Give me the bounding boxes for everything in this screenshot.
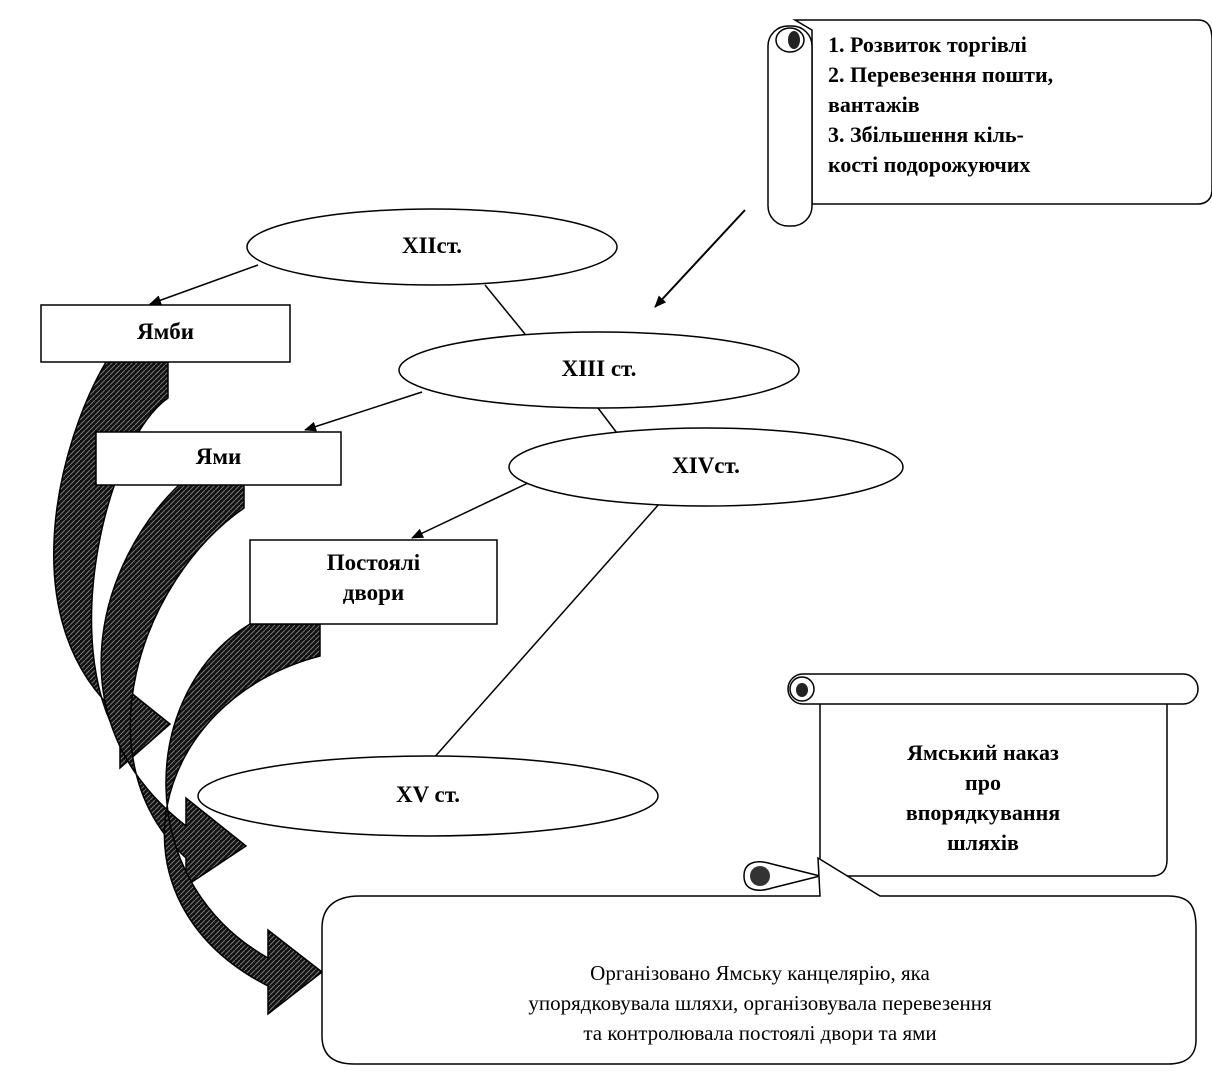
- century-label-14: XIVст.: [672, 453, 740, 478]
- reason-line-2: 2. Перевезення пошти,: [828, 62, 1054, 87]
- reason-line-3: вантажів: [828, 92, 920, 117]
- reason-line-1: 1. Розвиток торгівлі: [828, 32, 1027, 57]
- ellipse-15-century: [197, 755, 659, 837]
- bottom-callout: [321, 856, 1197, 1065]
- link-14-15: [431, 502, 661, 761]
- decree-line-4: шляхів: [947, 830, 1019, 855]
- reason-line-5: кості подорожуючих: [828, 152, 1031, 177]
- curved-arrow-dvory: [163, 623, 324, 1016]
- box-yambi: [40, 304, 291, 363]
- decree-line-3: впорядкування: [905, 800, 1061, 825]
- link-12-13: [484, 284, 526, 335]
- arrow-14-to-dvory: [411, 482, 529, 539]
- callout-line-2: упорядковувала шляхи, організовувала пер…: [528, 991, 992, 1015]
- arrow-12-to-yambi: [149, 264, 259, 305]
- decree-line-1: Ямський наказ: [907, 740, 1059, 765]
- century-label-15: XV ст.: [395, 782, 461, 807]
- decree-line-2: про: [965, 770, 1001, 795]
- box-yamy: [95, 431, 342, 486]
- arrow-13-to-yamy: [304, 391, 423, 432]
- ellipse-14-century: [508, 427, 904, 507]
- callout-line-1: Організовано Ямську канцелярію, яка: [590, 961, 930, 985]
- arrow-scroll-to-13: [654, 209, 746, 308]
- scroll-right-text: Ямський наказ про впорядкування шляхів: [838, 738, 1128, 858]
- bottom-callout-text: Організовано Ямську канцелярію, яка упор…: [340, 958, 1180, 1048]
- box-label-postoyali-line1: Постоялі: [326, 550, 421, 575]
- box-label-yambi: Ямби: [136, 319, 195, 344]
- box-postoyali-dvory: [249, 539, 498, 625]
- callout-line-3: та контролювала постоялі двори та ями: [583, 1021, 937, 1045]
- scroll-right: [743, 673, 1199, 891]
- box-label-postoyali-line2: двори: [342, 580, 405, 605]
- curved-arrow-yamy: [100, 483, 248, 888]
- box-label-yamy: Ями: [195, 444, 242, 469]
- reason-line-4: 3. Збільшення кіль-: [828, 122, 1024, 147]
- century-label-12: XIIст.: [401, 233, 463, 258]
- ellipse-13-century: [398, 331, 800, 409]
- century-label-13: XIII ст.: [561, 356, 637, 381]
- ellipse-12-century: [246, 208, 618, 286]
- scroll-top-text: 1. Розвиток торгівлі 2. Перевезення пошт…: [828, 30, 1158, 180]
